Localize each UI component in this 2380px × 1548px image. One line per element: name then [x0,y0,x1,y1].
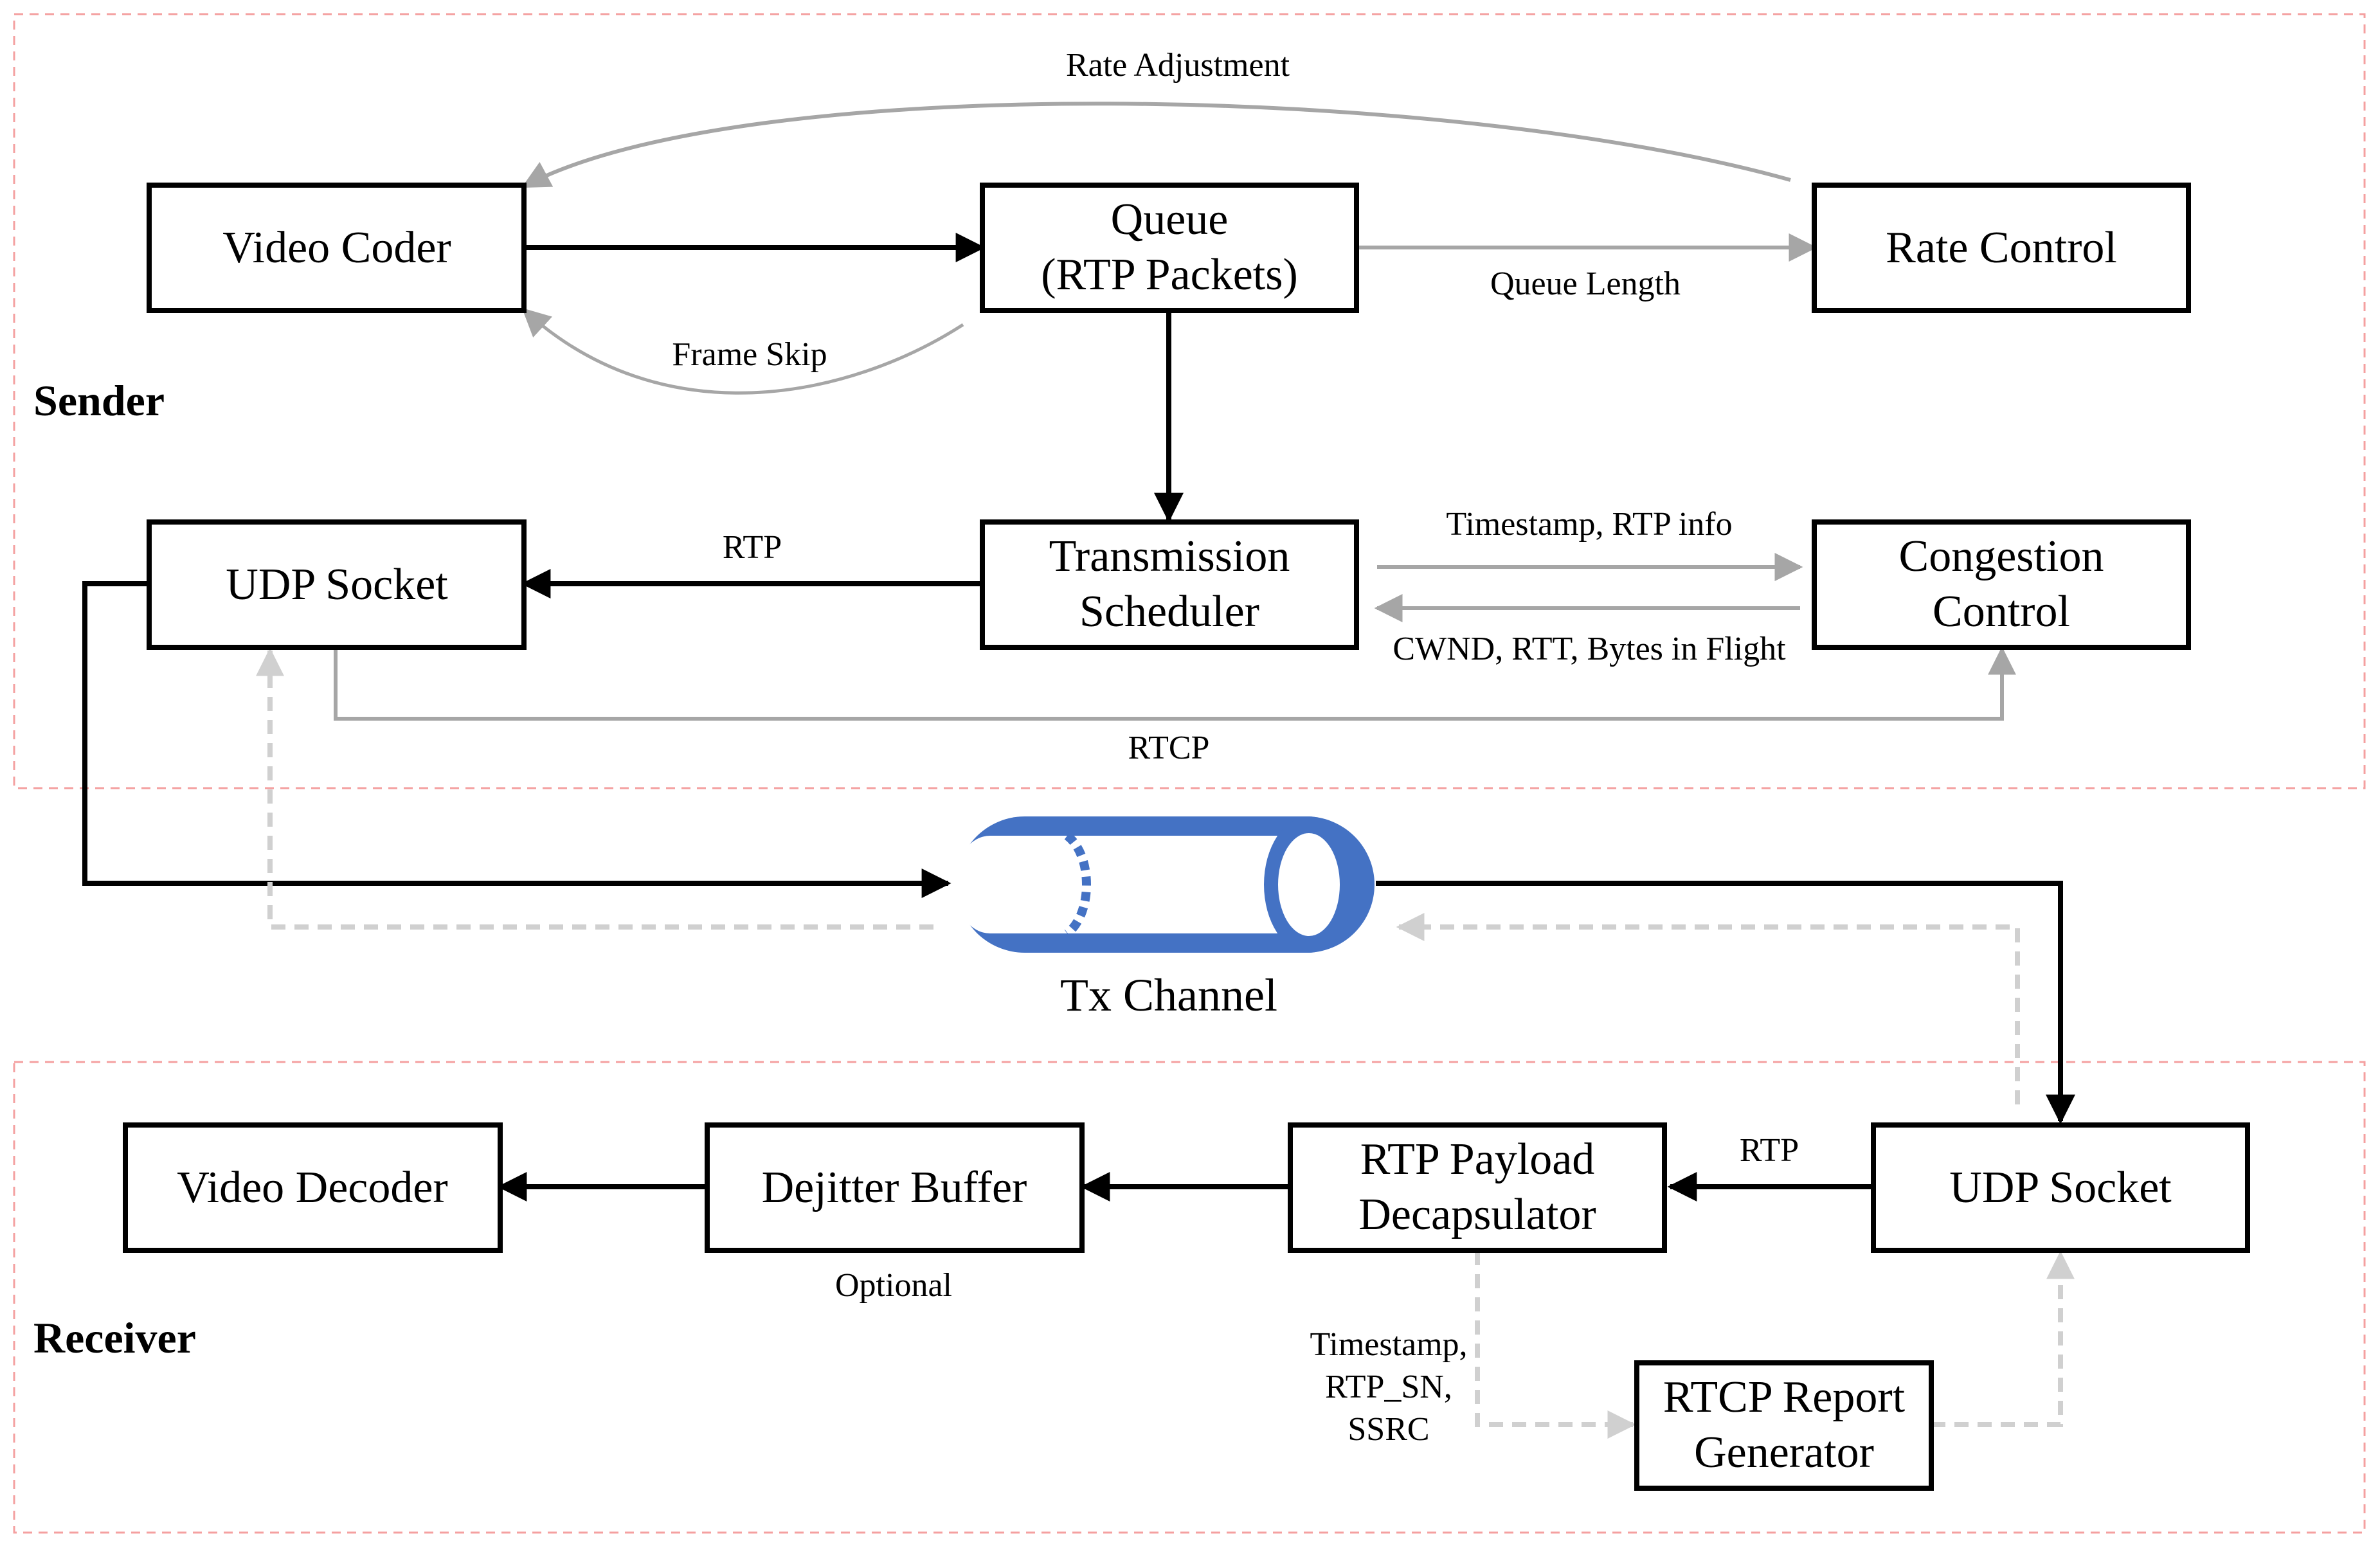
receiver-udp-to-channel-dashed [1396,913,2020,1104]
svg-text:Queue: Queue [1111,195,1229,244]
udp-to-channel-arrow [82,581,951,898]
rate-adjustment-arrow [521,102,1791,188]
timestamp-ssrc-label-1: Timestamp, [1310,1326,1467,1363]
timestamp-rtp-info-label: Timestamp, RTP info [1446,506,1732,543]
rtp-sender-label: RTP [723,529,782,566]
svg-text:Control: Control [1933,587,2070,636]
receiver-region [13,1061,2366,1534]
tx-channel [954,816,1375,953]
svg-text:(RTP Packets): (RTP Packets) [1041,250,1298,300]
svg-text:RTP Payload: RTP Payload [1360,1135,1595,1184]
svg-text:Dejitter Buffer: Dejitter Buffer [762,1163,1027,1212]
transmission-scheduler-block[interactable]: Transmission Scheduler [980,519,1359,650]
queue-block[interactable]: Queue (RTP Packets) [980,183,1359,313]
svg-text:Video Coder: Video Coder [222,223,451,273]
cwnd-rtt-label: CWND, RTT, Bytes in Flight [1393,631,1786,667]
timestamp-ssrc-label-2: RTP_SN, [1325,1369,1452,1405]
frame-skip-arrow [521,308,964,395]
svg-text:Generator: Generator [1694,1428,1874,1477]
channel-far-end-dashed [1064,832,1091,937]
svg-text:Video Decoder: Video Decoder [177,1163,447,1212]
tx-channel-label: Tx Channel [1060,969,1277,1021]
svg-text:Scheduler: Scheduler [1079,587,1259,636]
svg-text:UDP Socket: UDP Socket [226,560,448,609]
rtp-receiver-label: RTP [1740,1132,1799,1169]
sender-region [13,13,2366,789]
rtcp-label: RTCP [1128,730,1210,766]
receiver-label: Receiver [33,1313,196,1362]
video-decoder-block[interactable]: Video Decoder [123,1122,503,1253]
queue-length-label: Queue Length [1490,266,1681,302]
udp-socket-receiver-block[interactable]: UDP Socket [1871,1122,2250,1253]
timestamp-ssrc-label-3: SSRC [1348,1411,1429,1448]
svg-text:Rate Control: Rate Control [1886,223,2117,273]
frame-skip-label: Frame Skip [672,336,827,373]
svg-text:UDP Socket: UDP Socket [1949,1163,2172,1212]
svg-text:RTCP Report: RTCP Report [1663,1372,1906,1422]
video-coder-block[interactable]: Video Coder [147,183,527,313]
dejitter-buffer-block[interactable]: Dejitter Buffer [705,1122,1085,1253]
svg-text:Transmission: Transmission [1049,532,1290,581]
udp-socket-sender-block[interactable]: UDP Socket [147,519,527,650]
rtcp-feedback-arrow [334,646,2016,721]
congestion-control-block[interactable]: Congestion Control [1812,519,2191,650]
rtp-payload-decapsulator-block[interactable]: RTP Payload Decapsulator [1288,1122,1667,1253]
rtcp-report-generator-block[interactable]: RTCP Report Generator [1634,1360,1934,1491]
rtcp-gen-to-udp-dashed [1931,1250,2075,1427]
channel-to-sender-udp-dashed [256,647,933,930]
optional-label: Optional [835,1267,952,1304]
sender-label: Sender [33,376,165,425]
svg-text:Decapsulator: Decapsulator [1358,1190,1596,1239]
svg-text:Congestion: Congestion [1899,532,2104,581]
rate-adjustment-label: Rate Adjustment [1066,47,1290,84]
rate-control-block[interactable]: Rate Control [1812,183,2191,313]
channel-to-receiver-udp-arrow [1376,881,2075,1124]
decapsulator-to-rtcp-gen-dashed [1475,1251,1636,1439]
